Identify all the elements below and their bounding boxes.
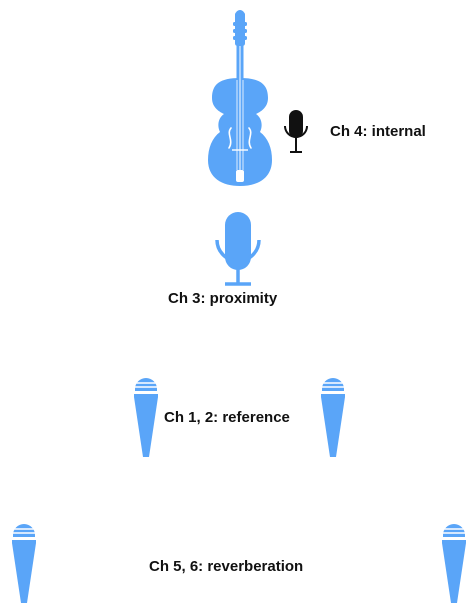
reference-channel-label: Ch 1, 2: reference <box>164 409 290 426</box>
violin-icon <box>208 10 272 186</box>
reference-microphone-right-icon <box>320 377 346 458</box>
reverberation-microphone-right-icon <box>441 523 466 604</box>
proximity-microphone-icon <box>215 212 261 286</box>
reverberation-microphone-left-icon <box>11 523 37 604</box>
internal-microphone-icon <box>284 110 308 153</box>
reference-microphone-left-icon <box>133 377 159 458</box>
internal-channel-label: Ch 4: internal <box>330 123 426 140</box>
reverberation-channel-label: Ch 5, 6: reverberation <box>149 558 304 575</box>
proximity-channel-label: Ch 3: proximity <box>168 290 278 307</box>
